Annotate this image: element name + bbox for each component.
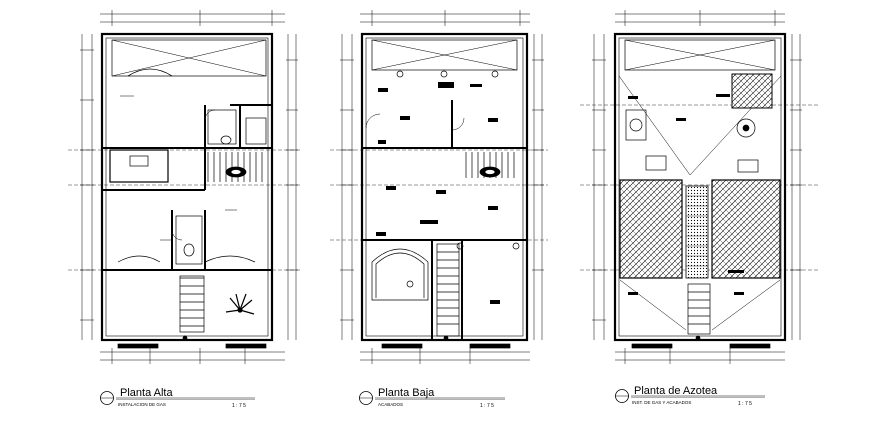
plan-planta-baja-labels: Planta Baja ACABADOS 1 : 7 5	[378, 387, 494, 409]
plan-planta-baja	[330, 10, 548, 405]
roof-hatch-top	[731, 73, 773, 109]
plan-planta-azotea	[580, 10, 820, 403]
annotation-marks	[628, 94, 744, 295]
roof-hatch-right	[711, 179, 781, 279]
plan-title-alta: Planta Alta	[120, 387, 173, 399]
plan-scale-azotea: 1 : 7 5	[738, 401, 752, 407]
dimension-lines	[592, 10, 802, 364]
plan-subtitle-alta: INSTALACION DE GAS	[118, 402, 166, 407]
plan-planta-azotea-labels: Planta de Azotea INST. DE GAS Y ACABADOS…	[632, 385, 752, 407]
plant-symbol	[225, 293, 255, 315]
dimension-lines	[340, 10, 544, 364]
plan-subtitle-azotea: INST. DE GAS Y ACABADOS	[632, 400, 691, 405]
plan-title-baja: Planta Baja	[378, 387, 435, 399]
plan-title-azotea: Planta de Azotea	[634, 385, 718, 397]
plan-planta-alta-labels: Planta Alta INSTALACION DE GAS 1 : 7 5	[118, 387, 246, 409]
plan-scale-alta: 1 : 7 5	[232, 403, 246, 409]
annotation-marks	[376, 82, 500, 304]
dimension-lines	[80, 10, 298, 364]
roof-hatch-left	[619, 179, 683, 279]
plan-scale-baja: 1 : 7 5	[480, 403, 494, 409]
plan-planta-alta	[68, 10, 300, 405]
plan-subtitle-baja: ACABADOS	[378, 402, 403, 407]
